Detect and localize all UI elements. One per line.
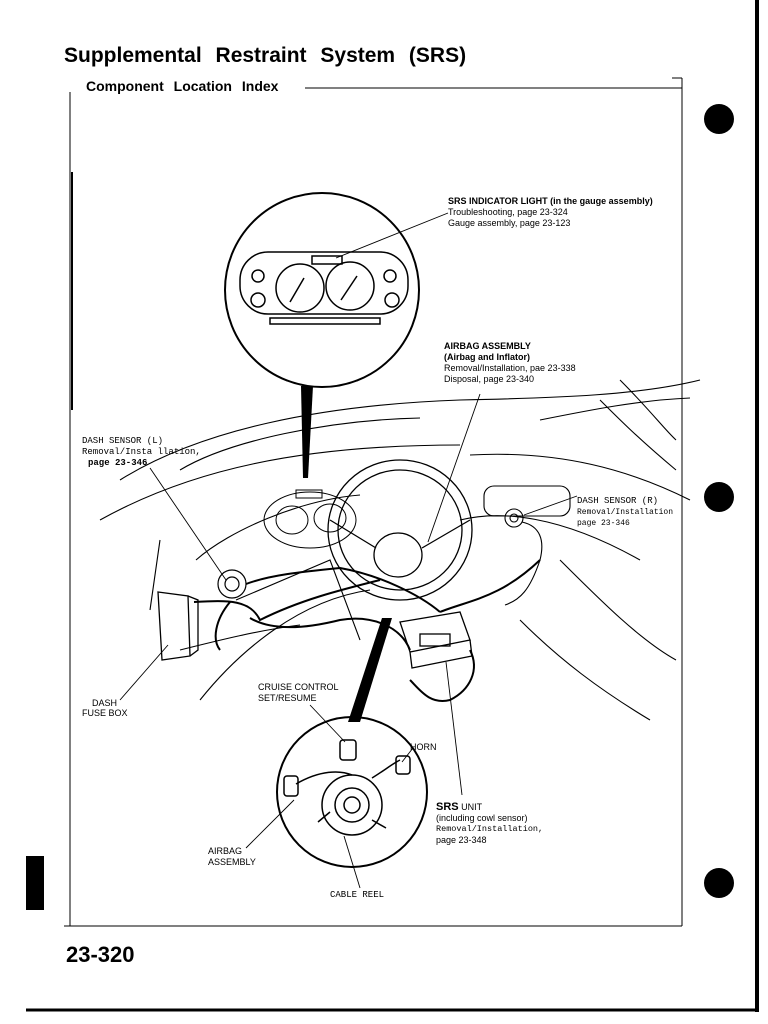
dash-gauge-cluster — [263, 489, 357, 549]
dashboard-outline — [99, 379, 701, 721]
airbag-inset-line2: ASSEMBLY — [208, 857, 256, 867]
srs-unit-line3: page 23-348 — [436, 835, 487, 845]
cruise-control-label: CRUISE CONTROL SET/RESUME — [258, 682, 339, 704]
dash-sensor-right-heading: DASH SENSOR (R) — [577, 496, 659, 506]
cable-reel-label: CABLE REEL — [330, 890, 385, 900]
srs-indicator-line1: Troubleshooting, page 23-324 — [448, 207, 568, 217]
srs-indicator-heading: SRS INDICATOR LIGHT (in the gauge assemb… — [448, 196, 653, 206]
steering-wheel — [327, 459, 473, 601]
fuse-box — [157, 591, 199, 661]
reel-connector-bar — [348, 618, 392, 722]
binder-hole-bottom — [704, 868, 734, 898]
page-title: Supplemental Restraint System (SRS) — [64, 44, 467, 67]
page-number: 23-320 — [66, 942, 135, 967]
airbag-assembly-line1: Removal/Installation, pae 23-338 — [444, 363, 576, 373]
dash-sensor-right-label: DASH SENSOR (R) Removal/Installation pag… — [577, 496, 673, 529]
dash-sensor-right-line2: page 23-346 — [577, 519, 630, 528]
cable-reel-inset — [276, 716, 428, 868]
dash-sensor-left-heading: DASH SENSOR (L) — [82, 436, 164, 446]
cruise-control-line2: SET/RESUME — [258, 693, 317, 703]
diagram-frame — [64, 77, 683, 927]
gauge-inset — [224, 192, 420, 388]
binder-hole-middle — [704, 482, 734, 512]
srs-unit-label: SRS UNIT (including cowl sensor) Removal… — [436, 802, 543, 846]
leader-lines — [119, 212, 578, 889]
section-tab-marker — [26, 856, 44, 910]
airbag-assembly-label: AIRBAG ASSEMBLY (Airbag and Inflator) Re… — [444, 341, 576, 385]
cruise-control-line1: CRUISE CONTROL — [258, 682, 339, 692]
wiring-harness — [193, 559, 541, 702]
binder-hole-top — [704, 104, 734, 134]
srs-unit-heading: SRS — [436, 801, 459, 813]
dash-sensor-left-line2: page 23-346 — [88, 458, 148, 468]
section-subtitle: Component Location Index — [86, 78, 279, 94]
airbag-inset-label: AIRBAG ASSEMBLY — [208, 846, 256, 868]
dash-fuse-box-line2: FUSE BOX — [82, 708, 128, 718]
horn-label: HORN — [410, 742, 437, 752]
airbag-assembly-subheading: (Airbag and Inflator) — [444, 352, 530, 362]
passenger-panel — [483, 485, 571, 606]
dash-sensor-left-line1: Removal/Insta llation, — [82, 447, 201, 457]
dash-sensor-right-line1: Removal/Installation — [577, 508, 674, 517]
airbag-assembly-line2: Disposal, page 23-340 — [444, 374, 535, 384]
srs-indicator-label: SRS INDICATOR LIGHT (in the gauge assemb… — [448, 196, 653, 229]
dash-fuse-box-line1: DASH — [92, 698, 118, 708]
srs-unit — [399, 611, 473, 669]
srs-unit-line2: Removal/Installation, — [436, 824, 544, 834]
airbag-inset-line1: AIRBAG — [208, 846, 243, 856]
srs-indicator-line2: Gauge assembly, page 23-123 — [448, 218, 571, 228]
srs-unit-line1: (including cowl sensor) — [436, 813, 528, 823]
gauge-connector-bar — [301, 386, 313, 478]
dash-sensor-left-label: DASH SENSOR (L) Removal/Insta llation, p… — [82, 436, 201, 469]
srs-unit-heading-rest: UNIT — [461, 802, 483, 812]
airbag-assembly-heading: AIRBAG ASSEMBLY — [444, 341, 531, 351]
dash-fuse-box-label: DASH FUSE BOX — [82, 698, 128, 718]
